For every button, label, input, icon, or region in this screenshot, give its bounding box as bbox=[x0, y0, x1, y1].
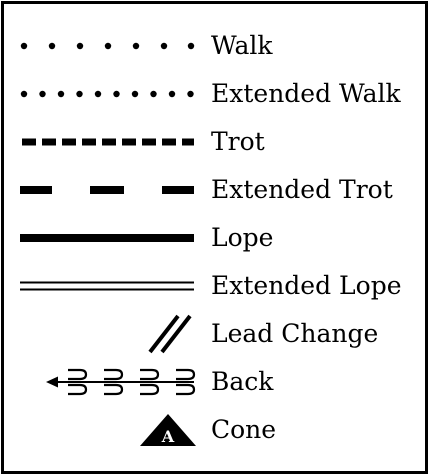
lead-change-label: Lead Change bbox=[211, 319, 379, 348]
lope-label: Lope bbox=[211, 223, 274, 252]
legend-row-lope: Lope bbox=[4, 214, 425, 262]
trot-label: Trot bbox=[211, 127, 265, 156]
walk-symbol bbox=[18, 22, 196, 70]
cone-letter: A bbox=[161, 427, 175, 446]
extended-walk-label: Extended Walk bbox=[211, 79, 401, 108]
lead-change-symbol bbox=[18, 310, 196, 358]
legend-row-trot: Trot bbox=[4, 118, 425, 166]
extended-lope-label: Extended Lope bbox=[211, 271, 402, 300]
walk-label: Walk bbox=[211, 31, 273, 60]
legend-row-extended-lope: Extended Lope bbox=[4, 262, 425, 310]
legend-row-lead-change: Lead Change bbox=[4, 310, 425, 358]
cone-label: Cone bbox=[211, 415, 277, 444]
back-symbol bbox=[18, 358, 196, 406]
legend-row-extended-trot: Extended Trot bbox=[4, 166, 425, 214]
legend-row-walk: Walk bbox=[4, 22, 425, 70]
extended-walk-symbol bbox=[18, 70, 196, 118]
back-label: Back bbox=[211, 367, 274, 396]
lope-symbol bbox=[18, 214, 196, 262]
trot-symbol bbox=[18, 118, 196, 166]
extended-lope-symbol bbox=[18, 262, 196, 310]
extended-trot-symbol bbox=[18, 166, 196, 214]
legend-row-cone: A Cone bbox=[4, 406, 425, 454]
legend-row-back: Back bbox=[4, 358, 425, 406]
extended-trot-label: Extended Trot bbox=[211, 175, 393, 204]
legend-row-extended-walk: Extended Walk bbox=[4, 70, 425, 118]
cone-symbol: A bbox=[18, 406, 196, 454]
